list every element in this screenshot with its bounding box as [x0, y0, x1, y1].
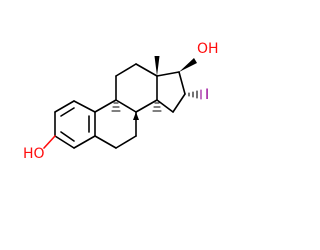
bond-b4 — [115, 135, 137, 149]
bond-b5 — [94, 135, 117, 149]
phenol-o-bond — [43, 135, 56, 149]
bond-c2 — [115, 63, 137, 77]
bond-c5 — [135, 99, 158, 113]
bond-d1 — [156, 71, 180, 77]
bond-b1 — [94, 99, 117, 113]
bond-a4 — [73, 135, 96, 149]
methyl-wedge — [154, 56, 160, 76]
bond-a2 — [73, 100, 96, 113]
oh17-wedge — [179, 58, 197, 72]
iodine-label: I — [205, 87, 209, 103]
ring-c — [115, 63, 158, 113]
bond-a1 — [54, 100, 75, 113]
bond-b2 — [115, 99, 137, 113]
structure-canvas: HO OH I — [23, 41, 219, 162]
hydroxyl-17-label: OH — [197, 41, 219, 57]
h14-hash — [152, 102, 162, 112]
double-bond-a1 — [60, 107, 75, 117]
bond-c3 — [135, 63, 158, 77]
h8-wedge — [133, 112, 139, 120]
bond-d3 — [172, 93, 186, 113]
bond-d2 — [178, 71, 186, 95]
double-bond-a3 — [60, 131, 75, 142]
h9-hash — [111, 102, 121, 112]
ring-d — [156, 71, 186, 113]
ring-a-aromatic — [54, 100, 96, 149]
phenol-oh-label: HO — [23, 146, 45, 162]
molecule-structure: HO OH I — [23, 41, 219, 162]
bond-d4 — [156, 99, 174, 113]
bond-a5 — [54, 135, 75, 149]
iodo-hash — [188, 89, 202, 100]
